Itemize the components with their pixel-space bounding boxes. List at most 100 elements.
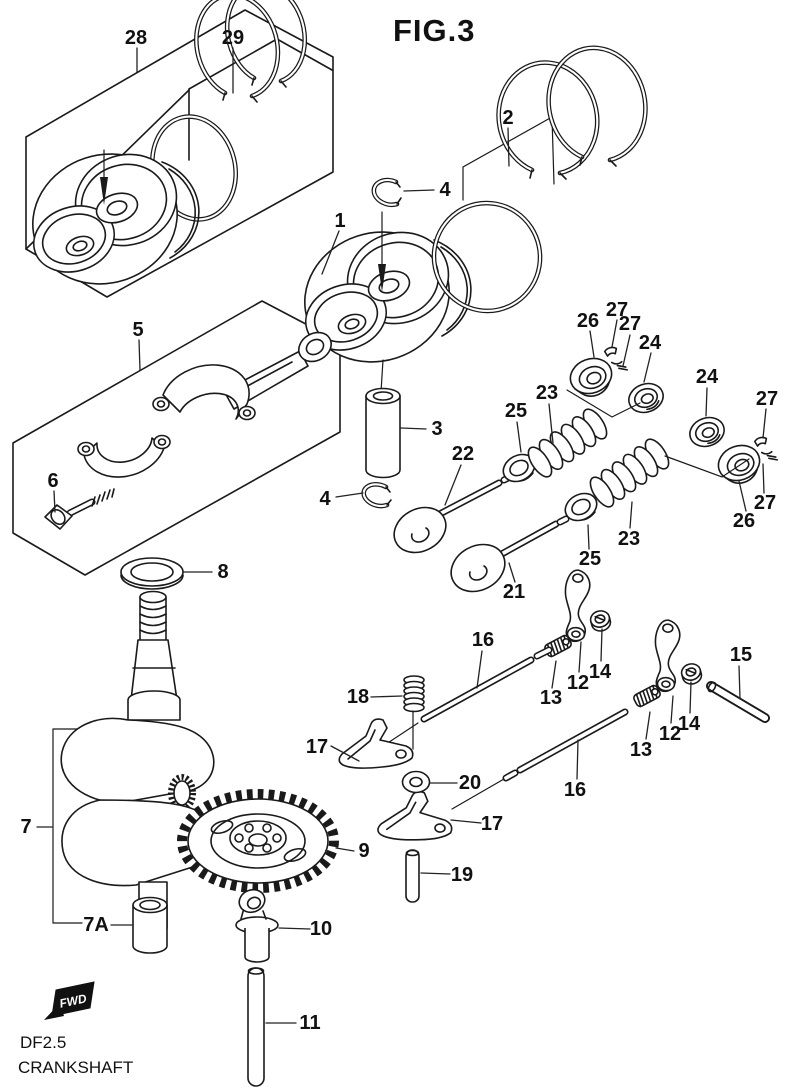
part-callout-19: 19 bbox=[451, 864, 473, 886]
leader-line-22 bbox=[444, 464, 462, 506]
part-callout-17: 17 bbox=[306, 736, 328, 758]
leader-line-27 bbox=[622, 334, 631, 367]
leader-line-16 bbox=[576, 739, 579, 780]
model-label: DF2.5 bbox=[20, 1033, 66, 1052]
part-callout-12: 12 bbox=[567, 672, 589, 694]
leader-line-12 bbox=[670, 695, 674, 724]
part-callout-29: 29 bbox=[222, 27, 244, 49]
figure-title: FIG.3 bbox=[393, 13, 476, 48]
follower-spring-part bbox=[403, 675, 425, 750]
leader-line-25 bbox=[516, 421, 522, 453]
part-callout-17: 17 bbox=[481, 813, 503, 835]
leader-line-2 bbox=[507, 127, 510, 167]
leader-line-19 bbox=[420, 872, 451, 875]
part-callout-4: 4 bbox=[439, 179, 451, 201]
leader-line-13 bbox=[551, 660, 557, 689]
part-callout-9: 9 bbox=[358, 840, 369, 862]
leader-line-5 bbox=[138, 339, 141, 371]
part-callout-16: 16 bbox=[472, 629, 494, 651]
leader-line-26 bbox=[738, 480, 747, 512]
part-callout-7: 7 bbox=[20, 816, 31, 838]
camshaft-rod-part bbox=[247, 967, 265, 1087]
part-callout-7A: 7A bbox=[83, 914, 109, 936]
part-callout-1: 1 bbox=[334, 210, 345, 232]
fwd-badge: FWD bbox=[44, 981, 95, 1020]
leader-line-27 bbox=[762, 408, 767, 439]
leader-line-6 bbox=[53, 490, 56, 513]
lock-nut-part bbox=[587, 608, 614, 634]
part-callout-27: 27 bbox=[756, 388, 778, 410]
adjusting-screw-part bbox=[631, 683, 663, 709]
part-callout-23: 23 bbox=[618, 528, 640, 550]
figure-name-label: CRANKSHAFT bbox=[18, 1058, 133, 1077]
push-rod-part bbox=[451, 708, 629, 810]
part-callout-16: 16 bbox=[564, 779, 586, 801]
part-callout-6: 6 bbox=[47, 470, 58, 492]
part-callout-5: 5 bbox=[132, 319, 143, 341]
part-callout-18: 18 bbox=[347, 686, 369, 708]
spring-seat-part bbox=[623, 378, 669, 418]
leader-line-23 bbox=[629, 501, 633, 529]
part-callout-3: 3 bbox=[431, 418, 442, 440]
leader-line-24 bbox=[643, 352, 652, 383]
washer-part bbox=[120, 557, 184, 590]
leader-line-18 bbox=[370, 695, 403, 698]
part-callout-24: 24 bbox=[639, 332, 662, 354]
circlip-bottom-part bbox=[361, 482, 392, 509]
leader-line-17 bbox=[450, 819, 482, 824]
leader-line-13 bbox=[645, 711, 651, 740]
part-callout-26: 26 bbox=[733, 510, 755, 532]
cam-follower-part bbox=[338, 718, 414, 769]
part-callout-13: 13 bbox=[630, 739, 652, 761]
bushing-part bbox=[132, 896, 168, 954]
rod-bolt-part bbox=[44, 488, 115, 530]
valve-spring-part bbox=[527, 408, 608, 478]
part-callout-25: 25 bbox=[505, 400, 527, 422]
fwd-label: FWD bbox=[58, 991, 88, 1010]
piston-rings-boxed bbox=[149, 0, 308, 222]
leader-line-14 bbox=[600, 628, 603, 662]
leader-line-4 bbox=[335, 492, 364, 498]
ring-set-bracket bbox=[462, 115, 555, 201]
part-callout-21: 21 bbox=[503, 581, 525, 603]
cam-follower-part bbox=[376, 788, 455, 844]
rocker-arm-part bbox=[561, 568, 592, 643]
part-callout-25: 25 bbox=[579, 548, 601, 570]
leader-line-3 bbox=[400, 427, 427, 430]
leader-line-4 bbox=[403, 189, 435, 192]
leader-line-10 bbox=[278, 927, 311, 930]
circlip-top-part bbox=[371, 177, 402, 207]
leader-line-23 bbox=[548, 403, 554, 444]
plain-washer-part bbox=[401, 770, 431, 794]
conrod-box bbox=[12, 300, 341, 576]
part-callout-8: 8 bbox=[217, 561, 228, 583]
exhaust-valve-part bbox=[450, 515, 570, 593]
leader-line-15 bbox=[738, 665, 741, 700]
leader-line-1 bbox=[321, 230, 340, 275]
piston-pin-part bbox=[365, 387, 401, 479]
cam-part bbox=[235, 888, 279, 963]
rocker-pin-part bbox=[706, 681, 770, 723]
leader-line-14 bbox=[689, 681, 692, 714]
leader-line-27 bbox=[611, 319, 618, 348]
leader-line-27 bbox=[762, 463, 765, 494]
part-callout-26: 26 bbox=[577, 310, 599, 332]
part-callout-27: 27 bbox=[606, 299, 628, 321]
part-callout-28: 28 bbox=[125, 27, 147, 49]
leader-line-21 bbox=[508, 562, 516, 583]
part-callout-11: 11 bbox=[299, 1012, 320, 1034]
spring-retainer-part bbox=[564, 352, 619, 403]
dowel-pin-part bbox=[405, 849, 420, 903]
leader-line-25 bbox=[587, 524, 590, 550]
cam-gear-part bbox=[177, 789, 339, 893]
leader-line-9 bbox=[335, 847, 355, 852]
part-callout-27: 27 bbox=[619, 313, 641, 335]
assembly-pointer-lines bbox=[566, 389, 750, 478]
part-callout-20: 20 bbox=[459, 772, 481, 794]
leader-line-12 bbox=[578, 641, 582, 673]
rod-cap-part bbox=[77, 434, 171, 478]
rocker-arm-part bbox=[651, 618, 682, 693]
part-callout-4: 4 bbox=[319, 488, 331, 510]
